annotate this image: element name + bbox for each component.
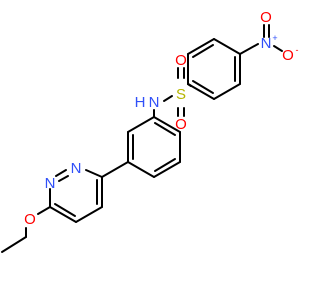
bond xyxy=(85,169,103,178)
bond-inner xyxy=(154,122,176,136)
bond xyxy=(55,169,67,177)
bond-inner xyxy=(192,80,214,94)
bond xyxy=(49,206,77,223)
bond xyxy=(153,116,181,133)
structure-svg: O N + O - O S O H N N N O xyxy=(1,9,299,253)
sulfonyl-oxygen-top-label: O xyxy=(175,52,187,69)
bond xyxy=(187,83,191,86)
bond xyxy=(1,236,27,253)
bond-inner xyxy=(192,44,214,58)
bond xyxy=(37,206,51,215)
nitro-nitrogen-label: N xyxy=(261,35,272,52)
bond xyxy=(153,161,181,178)
bond-inner xyxy=(154,158,176,172)
amide-hydrogen-label: H xyxy=(135,94,146,111)
ether-oxygen-label: O xyxy=(24,211,36,228)
bonds xyxy=(1,24,283,253)
bond xyxy=(101,161,129,178)
bond xyxy=(239,43,259,55)
bond xyxy=(213,38,241,55)
bond xyxy=(127,161,155,178)
bond xyxy=(213,83,241,100)
molecule-diagram: O N + O - O S O H N N N O xyxy=(1,9,299,253)
amide-nitrogen-label: N xyxy=(149,94,160,111)
pyridazine-nitrogen-2-label: N xyxy=(45,175,56,192)
nitro-nitrogen-charge: + xyxy=(272,33,277,43)
atom-labels: O N + O - O S O H N N N O xyxy=(24,9,298,228)
bond xyxy=(127,116,155,133)
nitro-oxygen-double-label: O xyxy=(260,9,272,26)
bond xyxy=(187,83,215,100)
bond-inner xyxy=(58,175,69,182)
bond xyxy=(273,45,283,52)
nitro-oxygen-single-label: O xyxy=(282,47,294,64)
bond xyxy=(75,206,103,223)
nitro-oxygen-charge: - xyxy=(296,45,299,55)
bond-inner xyxy=(54,203,76,217)
sulfur-label: S xyxy=(176,86,186,103)
pyridazine-nitrogen-1-label: N xyxy=(71,160,82,177)
sulfonyl-oxygen-bottom-label: O xyxy=(175,116,187,133)
bond xyxy=(163,95,173,102)
bond xyxy=(187,38,215,55)
